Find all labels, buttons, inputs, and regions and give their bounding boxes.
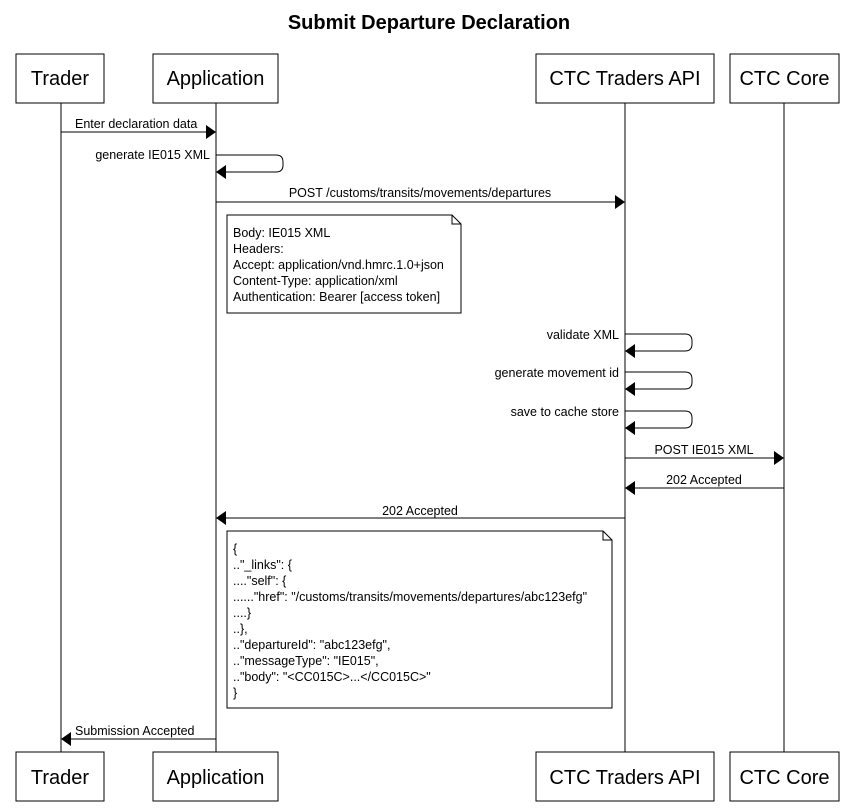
participant-application-bottom: Application (152, 751, 279, 802)
participant-ctc-traders-api-label: CTC Traders API (549, 767, 700, 789)
message-post-departures: POST /customs/transits/movements/departu… (216, 186, 625, 209)
note-line: ......"href": "/customs/transits/movemen… (233, 590, 587, 604)
message-label: validate XML (547, 328, 619, 342)
participant-application-top: Application (152, 53, 279, 104)
message-api-202-accepted: 202 Accepted (216, 504, 625, 525)
participant-ctc-core-bottom: CTC Core (729, 751, 840, 802)
self-call-path (216, 154, 284, 173)
note-line: ...."self": { (233, 574, 286, 588)
arrowhead (206, 125, 216, 139)
arrowhead (625, 481, 635, 495)
note-line: Headers: (233, 242, 284, 256)
message-submission-accepted: Submission Accepted (61, 724, 216, 746)
arrowhead (625, 421, 635, 435)
participant-ctc-core-label: CTC Core (739, 767, 829, 789)
note-line: Body: IE015 XML (233, 226, 330, 240)
diagram-title: Submit Departure Declaration (288, 12, 570, 34)
message-label: Submission Accepted (75, 724, 195, 738)
message-label: 202 Accepted (666, 473, 742, 487)
participant-ctc-traders-api-top: CTC Traders API (535, 53, 715, 104)
participant-ctc-traders-api-bottom: CTC Traders API (535, 751, 715, 802)
note-line: } (233, 686, 237, 700)
self-call-path (625, 333, 693, 352)
message-label: POST IE015 XML (654, 443, 753, 457)
arrowhead (216, 165, 226, 179)
note-line: .."messageType": "IE015", (233, 654, 379, 668)
note-line: .."_links": { (233, 558, 292, 572)
arrowhead (615, 195, 625, 209)
message-label: Enter declaration data (75, 117, 197, 131)
participant-application-label: Application (167, 68, 265, 90)
participant-ctc-core-top: CTC Core (729, 53, 840, 104)
arrowhead (625, 344, 635, 358)
message-label: POST /customs/transits/movements/departu… (289, 186, 551, 200)
message-label: generate movement id (495, 366, 619, 380)
message-core-202-accepted: 202 Accepted (625, 473, 784, 495)
note-request: Body: IE015 XML Headers: Accept: applica… (226, 214, 462, 314)
self-call-path (625, 371, 693, 390)
arrowhead (61, 732, 71, 746)
participant-trader-label: Trader (31, 767, 90, 789)
note-line: Accept: application/vnd.hmrc.1.0+json (233, 258, 444, 272)
note-line: { (233, 542, 237, 556)
note-line: ..}, (233, 622, 248, 636)
participant-trader-bottom: Trader (15, 751, 105, 802)
participant-trader-label: Trader (31, 68, 90, 90)
arrowhead (774, 451, 784, 465)
message-label: 202 Accepted (382, 504, 458, 518)
message-validate-xml: validate XML (547, 328, 693, 358)
participant-ctc-core-label: CTC Core (739, 68, 829, 90)
note-response: { .."_links": { ...."self": { ......"hre… (226, 530, 613, 709)
message-label: save to cache store (511, 405, 619, 419)
note-line: ....} (233, 606, 251, 620)
message-label: generate IE015 XML (95, 148, 210, 162)
message-save-to-cache-store: save to cache store (511, 405, 693, 435)
note-line: .."departureId": "abc123efg", (233, 638, 390, 652)
note-line: Content-Type: application/xml (233, 274, 398, 288)
lifelines (60, 103, 785, 752)
participant-application-label: Application (167, 767, 265, 789)
arrowhead (216, 511, 226, 525)
participant-ctc-traders-api-label: CTC Traders API (549, 68, 700, 90)
message-generate-ie015-xml: generate IE015 XML (95, 148, 284, 179)
arrowhead (625, 382, 635, 396)
self-call-path (625, 410, 693, 429)
note-line: Authentication: Bearer [access token] (233, 290, 440, 304)
message-enter-declaration-data: Enter declaration data (61, 117, 216, 139)
message-generate-movement-id: generate movement id (495, 366, 693, 396)
note-line: .."body": "<CC015C>...</CC015C>" (233, 670, 431, 684)
message-post-ie015-xml: POST IE015 XML (625, 443, 784, 465)
participant-trader-top: Trader (15, 53, 105, 104)
